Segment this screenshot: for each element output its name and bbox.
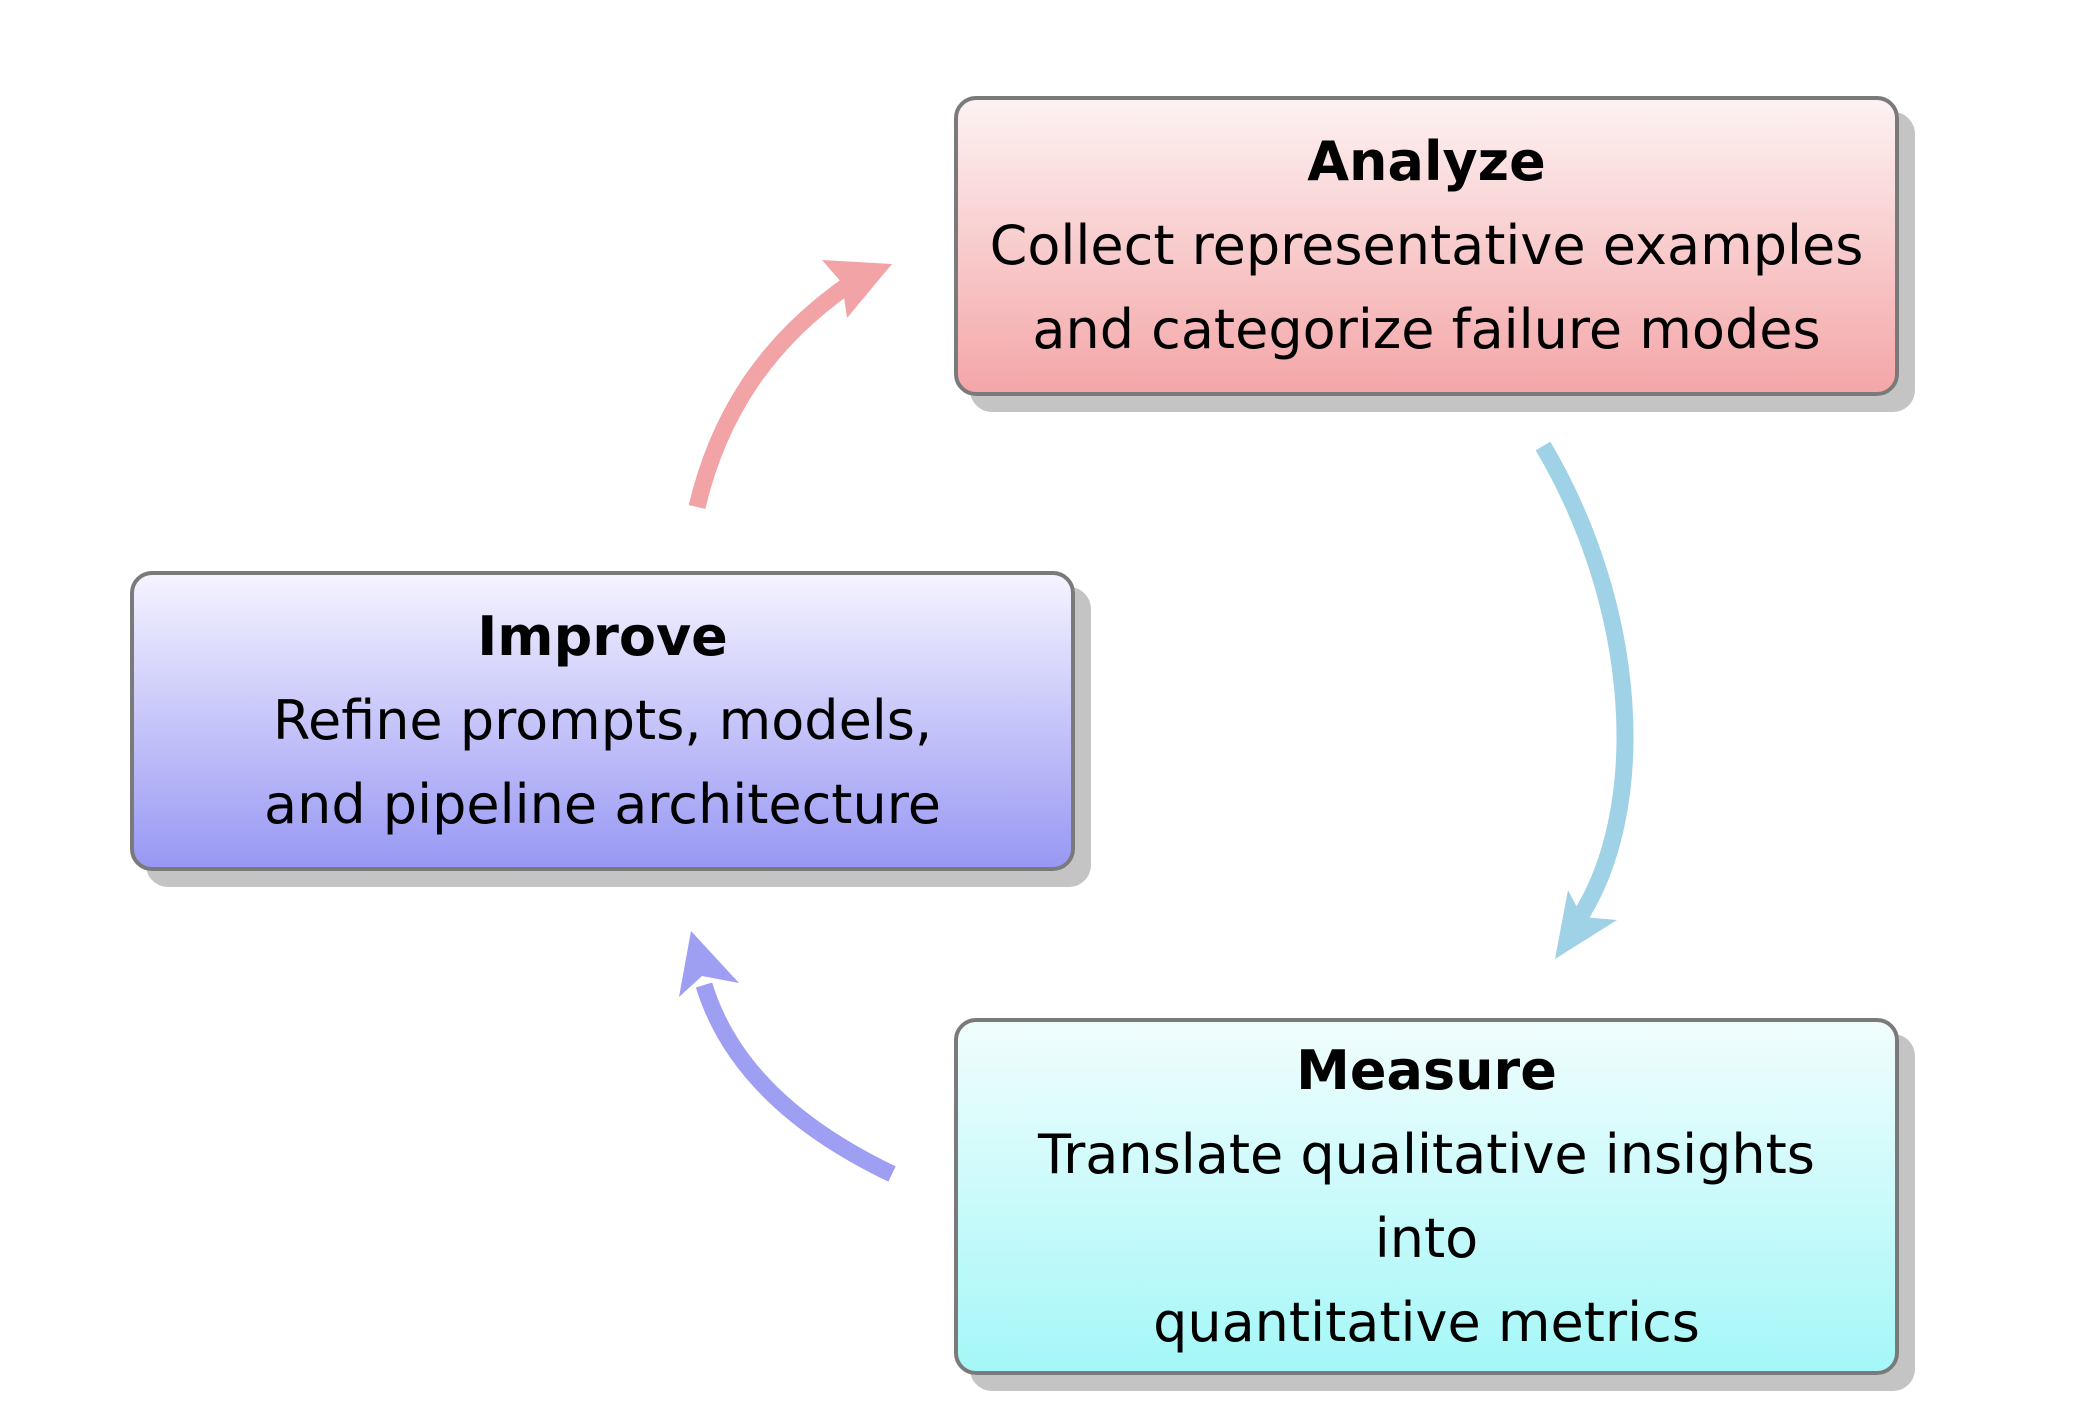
measure-description-line-2: into: [1374, 1206, 1479, 1270]
improve-description-line-1: Refine prompts, models,: [272, 689, 933, 752]
arrow-improve-to-analyze: [688, 260, 892, 509]
measure-title: Measure: [1296, 1038, 1557, 1102]
measure-node: Measure Translate qualitative insights i…: [954, 1018, 1899, 1375]
measure-description-line-3: quantitative metrics: [1153, 1290, 1700, 1354]
improve-title: Improve: [477, 605, 728, 668]
analyze-title: Analyze: [1307, 130, 1546, 193]
analyze-node: Analyze Collect representative examples …: [954, 96, 1899, 396]
arrow-analyze-to-measure: [1535, 441, 1634, 959]
improve-node: Improve Refine prompts, models, and pipe…: [130, 571, 1075, 871]
improve-description-line-2: and pipeline architecture: [264, 773, 941, 836]
analyze-description-line-1: Collect representative examples: [989, 214, 1864, 277]
arrow-measure-to-improve: [679, 931, 896, 1182]
measure-description-line-1: Translate qualitative insights: [1038, 1122, 1815, 1186]
analyze-description-line-2: and categorize failure modes: [1032, 298, 1821, 361]
